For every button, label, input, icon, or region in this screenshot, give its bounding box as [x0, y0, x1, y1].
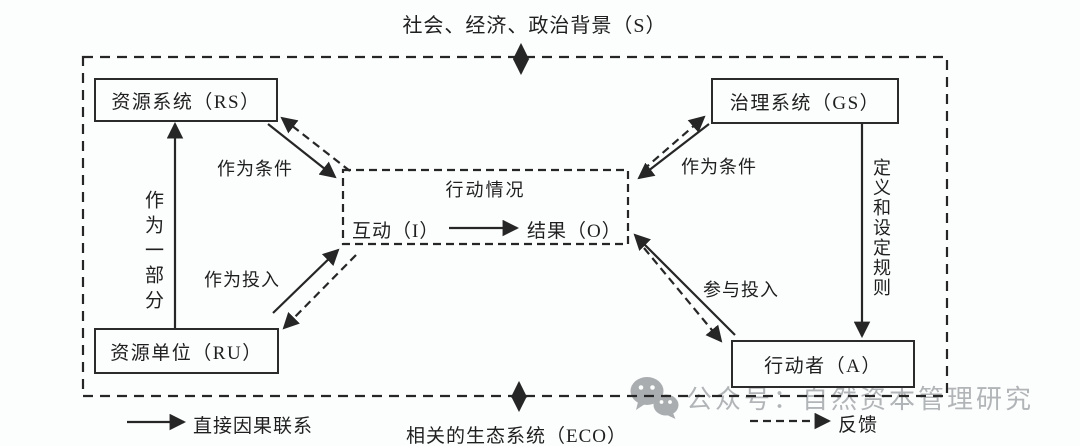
actors-box: 行动者（A） [731, 340, 915, 388]
action-to-ru-feedback-arrow [282, 254, 357, 330]
as-conditions-right-label: 作为条件 [681, 157, 757, 177]
participation-inputs-label: 参与投入 [703, 280, 779, 300]
social-context-label: 社会、经济、政治背景（S） [402, 15, 667, 37]
ru-to-action-solid-arrow [272, 248, 340, 314]
legend-feedback-label: 反馈 [838, 415, 879, 436]
eco-context-label: 相关的生态系统（ECO） [406, 426, 628, 446]
as-part-of-label: 作为一部分 [142, 190, 163, 315]
wechat-icon [630, 377, 679, 419]
legend-direct-link-label: 直接因果联系 [193, 416, 314, 437]
as-conditions-left-label: 作为条件 [217, 159, 293, 179]
as-inputs-label: 作为投入 [204, 270, 280, 290]
outcome-label: 结果（O） [527, 221, 622, 242]
governance-system-box: 治理系统（GS） [711, 78, 899, 124]
action-situation-title: 行动情况 [445, 180, 526, 200]
resource-system-box: 资源系统（RS） [94, 78, 278, 122]
resource-units-box: 资源单位（RU） [94, 328, 279, 374]
interaction-label: 互动（I） [352, 221, 440, 242]
define-set-rules-label: 定义和设定规则 [871, 158, 891, 298]
